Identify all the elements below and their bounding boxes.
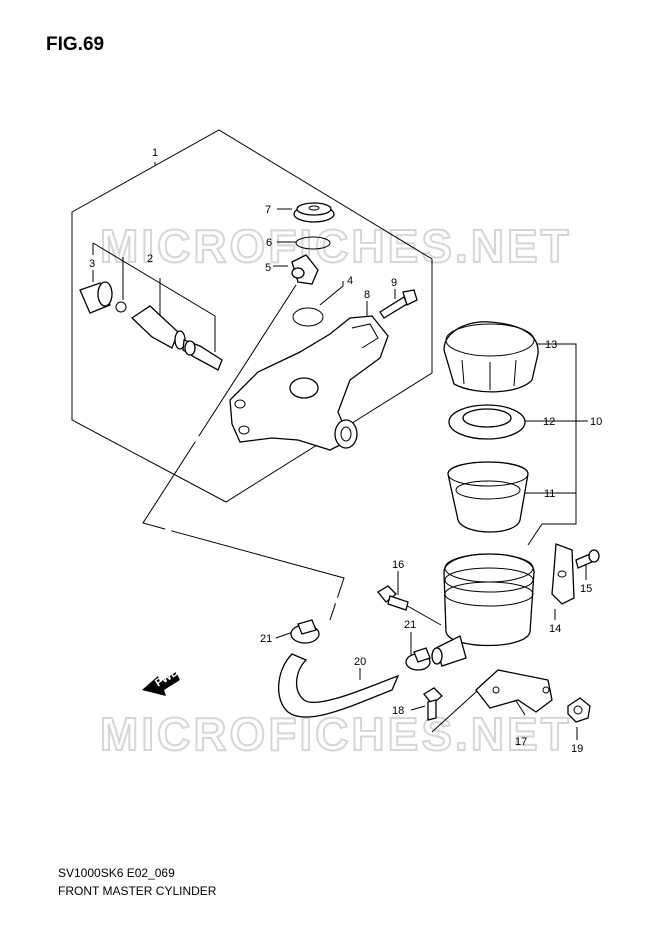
callout-21a: 21 [260, 633, 272, 645]
callout-4: 4 [347, 275, 353, 287]
callout-5: 5 [265, 262, 271, 274]
assembly-1-outline [71, 129, 433, 503]
part-5-joint [291, 254, 319, 285]
part-3-cup [79, 281, 113, 314]
callout-6: 6 [266, 237, 272, 249]
part-8-master-cylinder-body [229, 315, 389, 451]
part-12-plate [448, 404, 526, 440]
callout-13: 13 [545, 339, 557, 351]
circlip [115, 301, 127, 313]
part-17-bracket [475, 669, 553, 713]
callout-18: 18 [392, 705, 404, 717]
callout-19: 19 [571, 743, 583, 755]
part-6-clip [295, 236, 331, 250]
callout-17: 17 [515, 736, 527, 748]
callout-8: 8 [364, 289, 370, 301]
callout-1: 1 [152, 147, 158, 159]
callout-9: 9 [391, 277, 397, 289]
part-11-diaphragm [447, 461, 529, 533]
part-19-nut [567, 697, 591, 723]
part-15-screw [575, 549, 600, 569]
part-20-hose [277, 653, 400, 718]
callout-10: 10 [590, 416, 602, 428]
part-14-bracket [551, 543, 575, 605]
fwd-arrow-icon: FWD [142, 666, 181, 696]
part-18-bolt [423, 687, 443, 721]
leader-10-bracket [542, 343, 577, 525]
callout-3: 3 [89, 258, 95, 270]
figure-title: FIG.69 [46, 34, 105, 55]
callout-21b: 21 [404, 619, 416, 631]
watermark-bottom: MICROFICHES.NET [100, 708, 572, 760]
callout-16: 16 [392, 559, 404, 571]
part-9-bolt [379, 289, 418, 319]
part-2-piston [130, 305, 223, 371]
part-10-reservoir [431, 553, 535, 667]
callout-11: 11 [544, 488, 555, 500]
callout-12: 12 [543, 416, 555, 428]
hose-connection-line [142, 284, 345, 621]
part-21-clamp-upper [290, 619, 320, 644]
callout-labels: 1 2 3 4 5 6 7 8 9 10 11 12 13 14 15 16 1… [89, 147, 602, 755]
model-code: SV1000SK6 E02_069 [58, 866, 175, 880]
callout-14: 14 [549, 623, 561, 635]
part-4-oring [292, 307, 324, 327]
callout-20: 20 [354, 656, 366, 668]
part-21-clamp-lower [405, 647, 431, 671]
callout-15: 15 [580, 583, 592, 595]
part-7-cap [293, 202, 335, 223]
callout-7: 7 [265, 204, 271, 216]
callout-2: 2 [147, 253, 153, 265]
part-16-bolt [377, 585, 409, 611]
part-13-reservoir-cap [443, 321, 539, 393]
leader-2-bracket [92, 242, 216, 352]
diagram-name: FRONT MASTER CYLINDER [58, 884, 217, 898]
watermark-top: MICROFICHES.NET [100, 220, 572, 272]
